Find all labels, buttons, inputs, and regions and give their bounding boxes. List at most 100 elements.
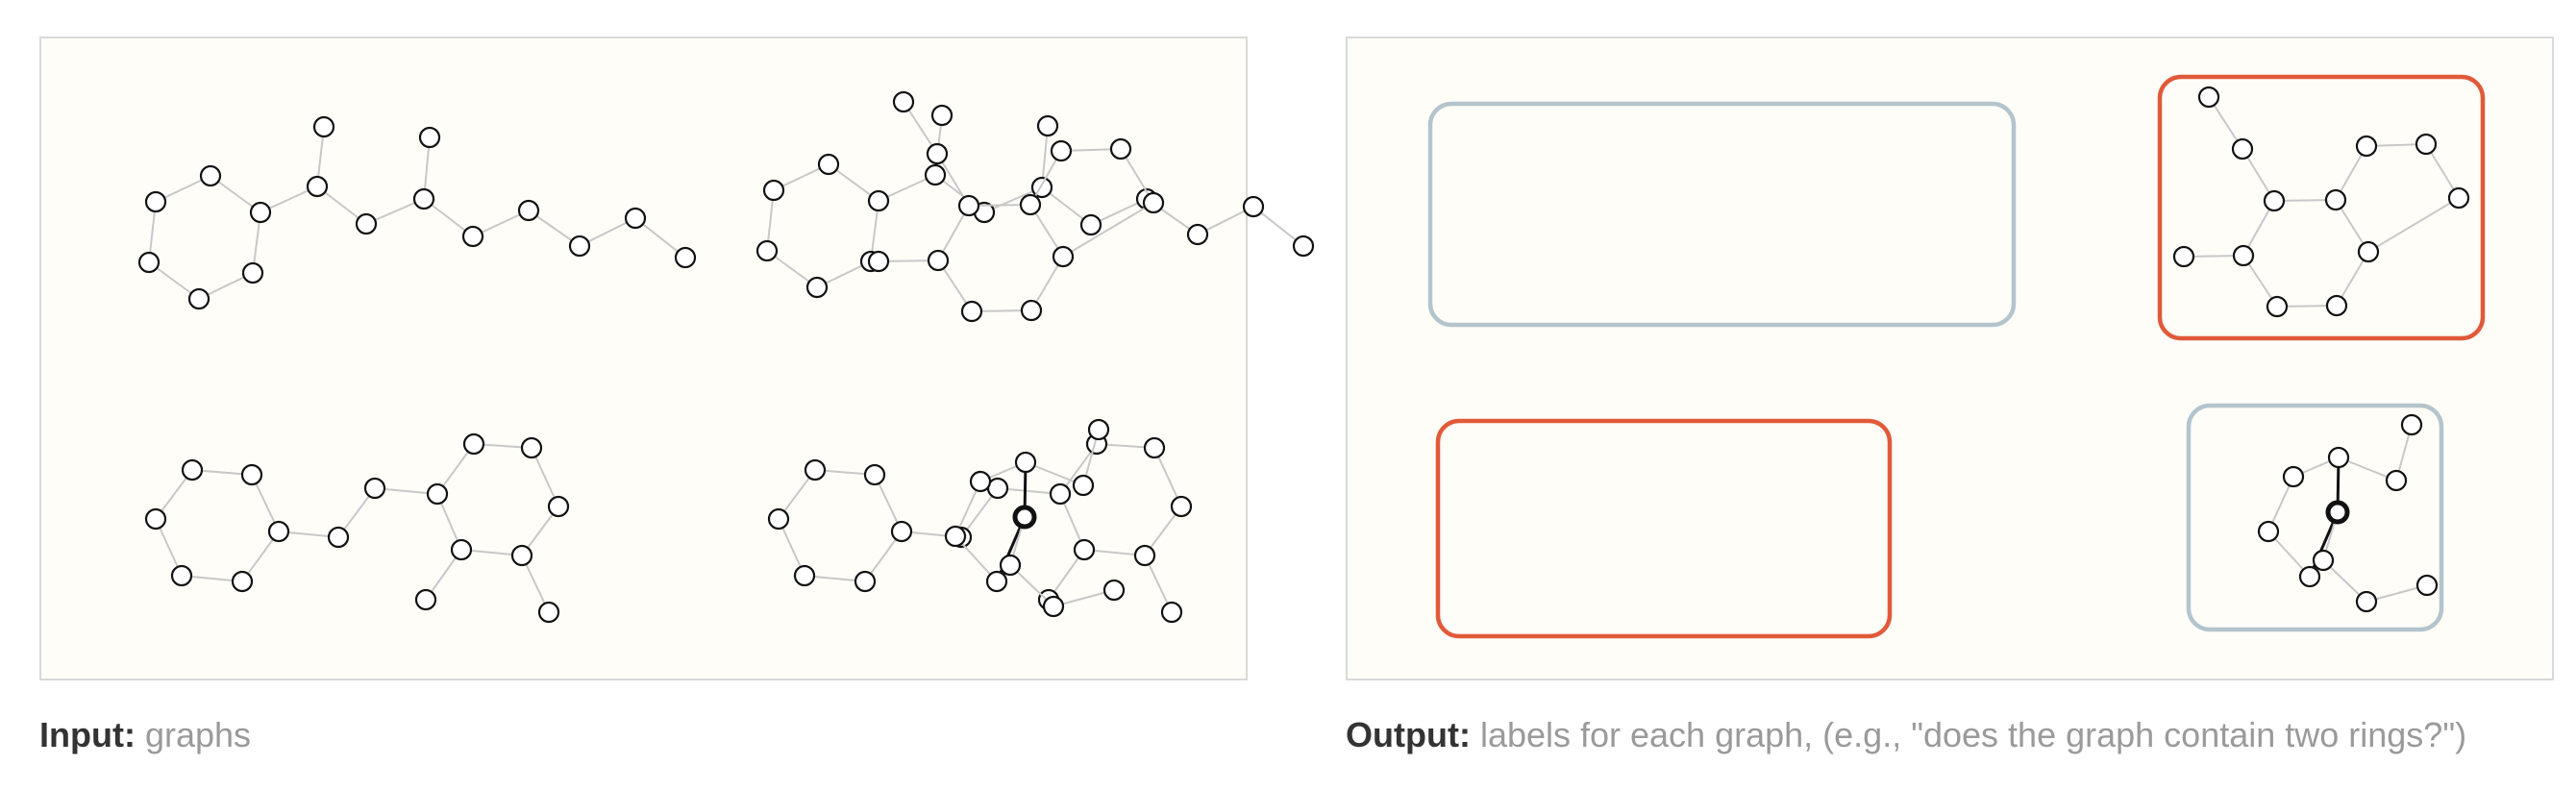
output-two-rings-linked-node — [1143, 436, 1166, 459]
input-fused-double-ring-edge — [1062, 202, 1154, 258]
input-ring-with-branches-node — [1042, 595, 1065, 618]
input-chain-with-one-ring-node — [517, 199, 540, 222]
output-two-rings-linked-node — [1073, 538, 1096, 561]
input-chain-with-one-ring-node — [418, 126, 441, 149]
input-fused-double-ring-node — [1020, 299, 1043, 322]
input-chain-with-one-ring-node — [412, 187, 435, 210]
input-caption: Input: graphs — [39, 715, 251, 755]
input-fused-double-ring-node — [1052, 245, 1075, 268]
input-chain-with-one-ring-node — [144, 190, 167, 213]
output-fused-double-ring-node — [2357, 240, 2380, 263]
output-chain-with-one-ring-node — [1079, 213, 1102, 236]
input-chain-with-one-ring-node — [568, 235, 591, 258]
output-two-rings-linked-edge — [1153, 447, 1182, 507]
input-two-rings-linked-node — [520, 436, 543, 459]
input-ring-with-branches-node — [1072, 474, 1095, 497]
output-ring-with-branches-node — [2298, 565, 2321, 588]
input-fused-double-ring-node — [960, 300, 983, 323]
input-ring-with-branches-node — [1087, 418, 1110, 441]
output-fused-double-ring-node — [2266, 295, 2289, 318]
output-fused-double-ring-node — [2231, 137, 2254, 160]
input-two-rings-linked-node — [426, 482, 449, 506]
input-chain-with-one-ring-node — [199, 164, 222, 187]
input-two-rings-linked-edge — [531, 447, 559, 507]
output-fused-double-ring-node — [2447, 186, 2470, 210]
input-two-rings-linked-node — [144, 507, 167, 531]
output-ring-with-branches-node — [2257, 520, 2280, 543]
output-chain-with-one-ring-node — [817, 153, 840, 176]
output-caption-head: Output: — [1346, 715, 1471, 754]
input-ring-with-branches-node — [985, 570, 1008, 593]
input-ring-with-branches-node — [944, 525, 967, 548]
input-fused-double-ring-node — [892, 90, 915, 113]
output-ring-with-branches-node — [2400, 413, 2423, 436]
output-fused-double-ring-edge — [2367, 197, 2460, 253]
input-fused-double-ring-node — [1050, 139, 1073, 162]
output-two-rings-linked-node — [793, 564, 816, 587]
output-two-rings-linked-node — [767, 507, 790, 531]
label-box-positive — [2157, 74, 2486, 341]
input-two-rings-linked-node — [267, 520, 290, 543]
input-fused-double-ring-node — [957, 194, 980, 217]
output-ring-with-branches-node — [2327, 446, 2350, 469]
input-ring-with-branches-node — [969, 470, 992, 493]
input-chain-with-one-ring-node — [312, 115, 335, 138]
input-chain-with-one-ring-node — [187, 287, 211, 310]
output-two-rings-linked-node — [1133, 544, 1156, 567]
input-chain-with-one-ring-node — [674, 246, 697, 269]
input-two-rings-linked-node — [414, 588, 437, 611]
input-ring-with-branches-node — [1102, 579, 1126, 602]
output-fused-double-ring-node — [2263, 189, 2286, 212]
input-fused-double-ring-node — [927, 249, 950, 272]
input-caption-text: graphs — [135, 715, 252, 754]
input-two-rings-linked-node — [240, 463, 263, 486]
input-fused-double-ring-node — [1019, 193, 1042, 216]
input-ring-with-branches-highlighted-node — [1012, 505, 1037, 530]
input-two-rings-linked-node — [537, 601, 560, 624]
output-two-rings-linked-node — [1160, 601, 1183, 624]
output-two-rings-linked-node — [854, 570, 877, 593]
output-two-rings-linked-node — [1049, 482, 1072, 506]
output-ring-with-branches-node — [2312, 549, 2335, 572]
input-caption-head: Input: — [39, 715, 136, 754]
input-chain-with-one-ring-node — [624, 207, 647, 230]
output-fused-double-ring-node — [2325, 294, 2348, 317]
output-caption: Output: labels for each graph, (e.g., "d… — [1346, 715, 2466, 755]
input-chain-with-one-ring-node — [355, 212, 378, 235]
input-two-rings-linked-node — [327, 526, 350, 549]
input-fused-double-ring-node — [867, 250, 890, 273]
output-chain-with-one-ring-node — [924, 163, 947, 186]
input-two-rings-linked-node — [450, 538, 473, 561]
output-ring-with-branches-node — [2415, 574, 2439, 597]
output-chain-with-one-ring-node — [762, 179, 785, 202]
label-box-positive — [1435, 418, 1893, 639]
output-chain-with-one-ring-node — [1186, 223, 1209, 246]
output-two-rings-linked-node — [890, 520, 913, 543]
input-fused-double-ring-node — [1142, 191, 1165, 214]
output-fused-double-ring-node — [2172, 245, 2195, 268]
output-ring-with-branches-highlighted-node — [2325, 500, 2350, 525]
output-chain-with-one-ring-node — [805, 276, 829, 299]
input-ring-with-branches-node — [1014, 451, 1037, 474]
output-ring-with-branches-node — [2355, 590, 2378, 613]
label-box-negative — [1427, 101, 2017, 328]
output-chain-with-one-ring-node — [1030, 176, 1053, 199]
output-chain-with-one-ring-node — [755, 239, 779, 262]
output-two-rings-linked-node — [863, 463, 886, 486]
output-panel — [1346, 37, 2554, 680]
input-two-rings-linked-node — [231, 570, 254, 593]
input-chain-with-one-ring-node — [241, 261, 264, 284]
input-chain-with-one-ring-node — [306, 175, 329, 198]
output-chain-with-one-ring-node — [1036, 114, 1059, 137]
input-chain-with-one-ring-node — [249, 201, 272, 224]
input-chain-with-one-ring-node — [137, 251, 161, 274]
label-box-negative — [2186, 403, 2444, 632]
output-fused-double-ring-node — [2197, 86, 2220, 109]
output-chain-with-one-ring-node — [867, 189, 890, 212]
input-chain-with-one-ring-node — [461, 225, 484, 248]
output-ring-with-branches-node — [2282, 465, 2305, 488]
input-two-rings-linked-node — [547, 495, 570, 518]
output-chain-with-one-ring-node — [1292, 235, 1315, 258]
input-two-rings-linked-node — [363, 477, 386, 500]
